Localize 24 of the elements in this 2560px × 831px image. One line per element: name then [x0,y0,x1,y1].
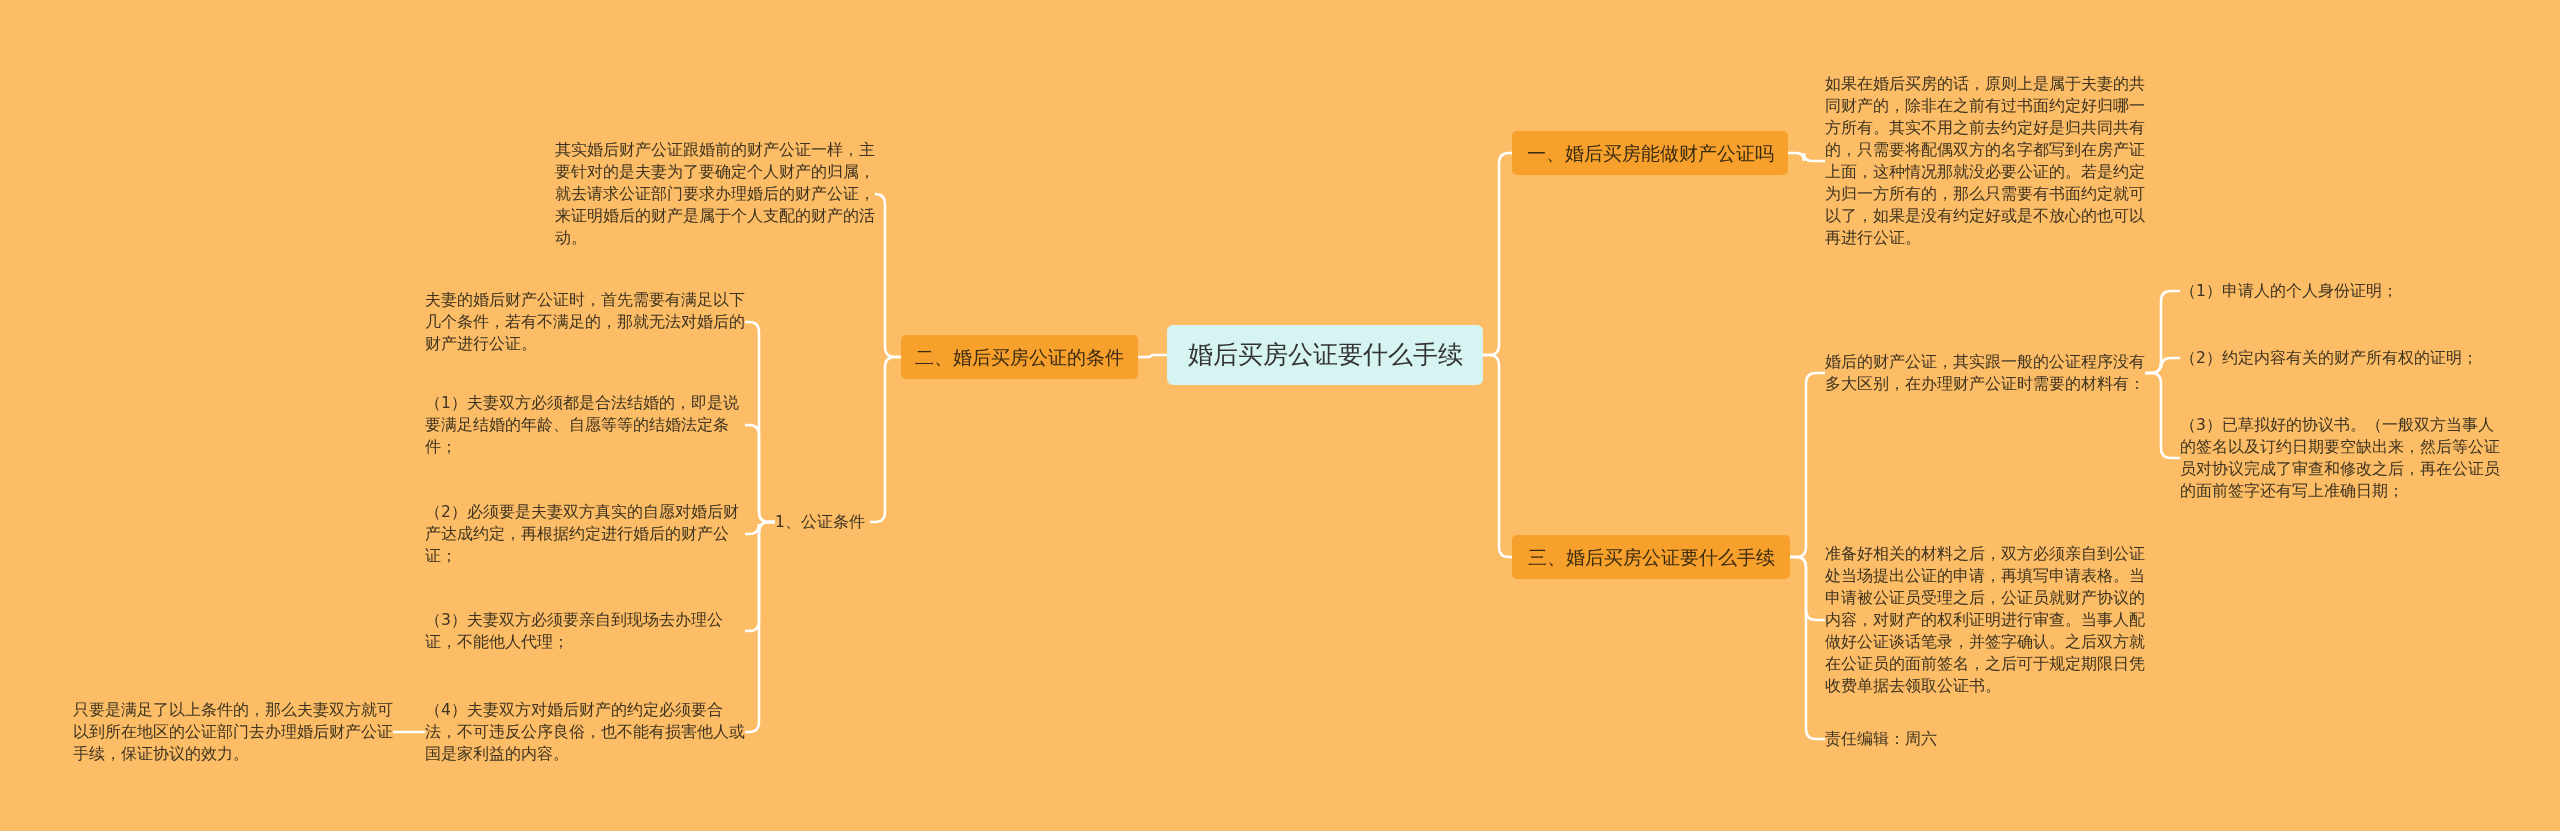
connector-line [1483,353,1512,559]
note-text: 婚后的财产公证，其实跟一般的公证程序没有多大区别，在办理财产公证时需要的材料有： [1825,351,2145,395]
note-text: 责任编辑：周六 [1825,728,2025,750]
note-text: （1）夫妻双方必须都是合法结婚的，即是说要满足结婚的年龄、自愿等等的结婚法定条件； [425,392,745,458]
connector-line [393,730,425,734]
note-text: （1）申请人的个人身份证明； [2180,280,2520,302]
branch-topic-box: 一、婚后买房能做财产公证吗 [1512,131,1788,175]
note-text: 如果在婚后买房的话，原则上是属于夫妻的共同财产的，除非在之前有过书面约定好归哪一方所有。其实不用之前去约定好是归共同共有的，只需要将配偶双方的名字都写到在房产证上面，这种情况那就没必要公证的。若是约定为归一方所有的，那么只需要有书面约定就可以了，如果是没有约定好或是不放心的也可以再进行公证。 [1825,73,2145,249]
connector-line [1788,151,1825,163]
note-text: （3）夫妻双方必须要亲自到现场去办理公证，不能他人代理； [425,609,745,653]
connector-line [1138,353,1167,359]
branch-topic-box: 二、婚后买房公证的条件 [901,335,1138,379]
note-text: 其实婚后财产公证跟婚前的财产公证一样，主要针对的是夫妻为了要确定个人财产的归属，就去请求公证部门要求办理婚后的财产公证，来证明婚后的财产是属于个人支配的财产的活动。 [555,139,875,249]
note-text: （2）必须要是夫妻双方真实的自愿对婚后财产达成约定，再根据约定进行婚后的财产公证； [425,501,745,567]
note-text: 1、公证条件 [775,511,870,533]
connector-line [745,520,775,734]
note-text: （3）已草拟好的协议书。（一般双方当事人的签名以及订约日期要空缺出来，然后等公证员对协议完成了审查和修改之后，再在公证员的面前签字还有写上准确日期； [2180,414,2502,502]
branch-topic-box: 三、婚后买房公证要什么手续 [1512,535,1790,579]
note-text: 准备好相关的材料之后，双方必须亲自到公证处当场提出公证的申请，再填写申请表格。当申请被公证员受理之后，公证员就财产协议的内容，对财产的权利证明进行审查。当事人配做好公证谈话笔录，并签字确认。之后双方就在公证员的面前签名，之后可于规定期限日凭收费单据去领取公证书。 [1825,543,2145,697]
central-topic-box: 婚后买房公证要什么手续 [1167,325,1483,385]
note-text: 只要是满足了以上条件的，那么夫妻双方就可以到所在地区的公证部门去办理婚后财产公证手续，保证协议的效力。 [73,699,393,765]
note-text: 夫妻的婚后财产公证时，首先需要有满足以下几个条件，若有不满足的，那就无法对婚后的财产进行公证。 [425,289,745,355]
note-text: （2）约定内容有关的财产所有权的证明； [2180,347,2520,369]
note-text: （4）夫妻双方对婚后财产的约定必须要合法，不可违反公序良俗，也不能有损害他人或国是家利益的内容。 [425,699,745,765]
